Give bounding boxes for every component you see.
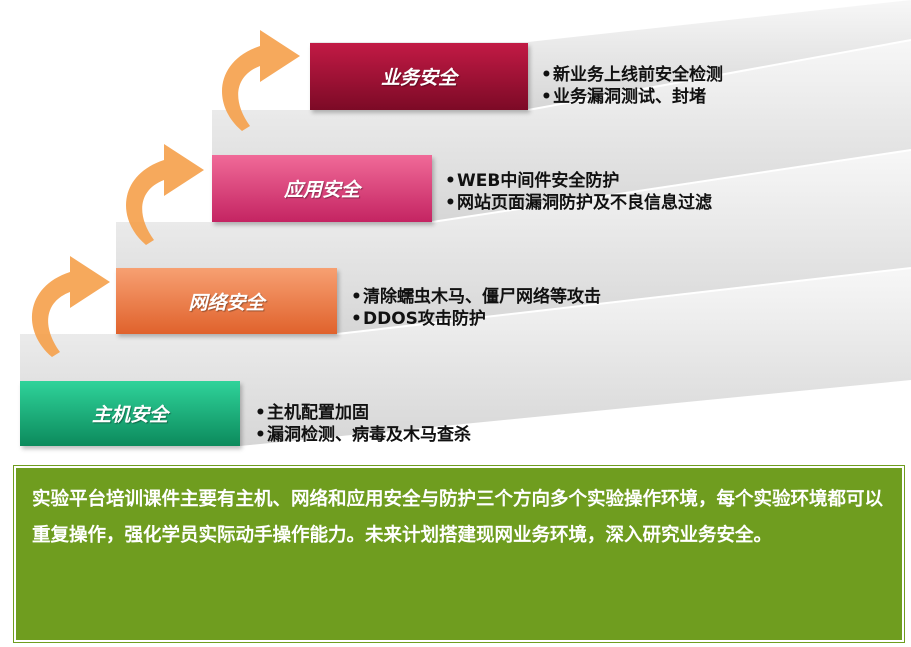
step-title: 应用安全 — [283, 179, 360, 201]
bullet-item: •清除蠕虫木马、僵尸网络等攻击 — [351, 287, 601, 307]
step-application-security: 应用安全 — [212, 155, 432, 222]
summary-text: 实验平台培训课件主要有主机、网络和应用安全与防护三个方向多个实验操作环境，每个实… — [32, 489, 884, 546]
step-host-bullets: •主机配置加固 •漏洞检测、病毒及木马查杀 — [255, 402, 471, 446]
step-title: 业务安全 — [380, 67, 457, 89]
step-business-bullets: •新业务上线前安全检测 •业务漏洞测试、封堵 — [541, 64, 723, 108]
bullet-item: •网站页面漏洞防护及不良信息过滤 — [445, 193, 712, 213]
bullet-item: •WEB中间件安全防护 — [445, 171, 620, 191]
curved-arrow-icon — [126, 144, 204, 245]
step-network-bullets: •清除蠕虫木马、僵尸网络等攻击 •DDOS攻击防护 — [351, 286, 601, 330]
step-business-security: 业务安全 — [310, 43, 528, 110]
step-host-security: 主机安全 — [20, 381, 240, 446]
step-network-security: 网络安全 — [116, 268, 337, 334]
curved-arrow-icon — [222, 30, 300, 131]
bullet-item: •DDOS攻击防护 — [351, 309, 486, 329]
stair-tread-1 — [20, 268, 911, 446]
summary-box: 实验平台培训课件主要有主机、网络和应用安全与防护三个方向多个实验操作环境，每个实… — [13, 465, 905, 643]
step-title: 网络安全 — [188, 291, 265, 314]
curved-arrow-icon — [32, 256, 110, 357]
bullet-item: •主机配置加固 — [255, 403, 369, 423]
step-title: 主机安全 — [91, 404, 168, 426]
bullet-item: •新业务上线前安全检测 — [541, 65, 723, 85]
step-application-bullets: •WEB中间件安全防护 •网站页面漏洞防护及不良信息过滤 — [445, 170, 712, 214]
bullet-item: •业务漏洞测试、封堵 — [541, 87, 706, 107]
bullet-item: •漏洞检测、病毒及木马查杀 — [255, 425, 471, 445]
